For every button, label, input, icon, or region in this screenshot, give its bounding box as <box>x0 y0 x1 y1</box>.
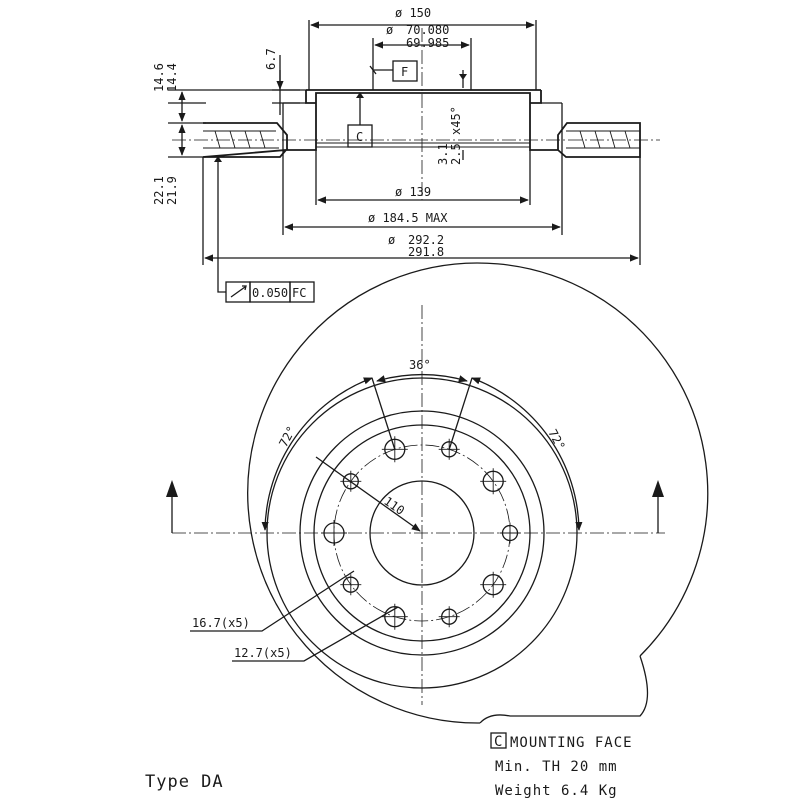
bolt-hole-crosshair <box>321 520 347 546</box>
datum-f-box <box>392 60 418 82</box>
dim-hole-large: 16.7(x5) <box>192 616 250 630</box>
dim-outer-hat-diameter: ø 150 <box>395 6 431 20</box>
dim-thickness-2: 21.9 <box>165 176 179 205</box>
vent-channels <box>203 130 640 149</box>
datum-c-box <box>347 124 373 148</box>
dim-pilot-max: 70.080 <box>406 23 449 37</box>
datum-c-label: C <box>356 130 363 144</box>
runout-tolerance: 0.050 <box>252 286 288 300</box>
min-thickness-note: Min. TH 20 mm <box>495 759 618 775</box>
notes-block: C MOUNTING FACE Min. TH 20 mm Weight 6.4… <box>490 732 633 799</box>
front-view: 36° 72° 72° 110 16.7(x5) 12.7(x5) <box>166 262 709 724</box>
dim-disc-min: 291.8 <box>408 245 444 259</box>
dim-hat-height-1: 14.6 <box>152 63 166 92</box>
type-label: Type DA <box>145 772 224 792</box>
datum-f-label: F <box>401 65 408 79</box>
dim-hole-small: 12.7(x5) <box>234 646 292 660</box>
dim-chamfer-2: 2.5 <box>449 143 463 165</box>
dim-pilot-diameter-symbol: ø <box>386 23 393 37</box>
dim-angle-72-right: 72° <box>545 427 568 453</box>
mounting-face-note: MOUNTING FACE <box>510 735 633 751</box>
dim-disc-diameter-symbol: ø <box>388 233 395 247</box>
dim-hat-depth: 6.7 <box>264 48 278 70</box>
dim-disc-max: 292.2 <box>408 233 444 247</box>
dim-thickness-1: 22.1 <box>152 176 166 205</box>
dim-chamfer-angle: x45° <box>449 106 463 135</box>
bolt-hole-crosshair <box>381 603 408 630</box>
dim-pcd: 110 <box>381 494 407 518</box>
dim-hat-height-2: 14.4 <box>165 63 179 92</box>
bolt-hole-crosshair <box>499 522 521 544</box>
dim-inner-diameter: ø 139 <box>395 185 431 199</box>
dim-angle-36: 36° <box>409 358 431 372</box>
datum-c-note-box <box>490 732 507 749</box>
dim-angle-72-left: 72° <box>276 424 299 450</box>
bolt-hole-crosshair <box>480 571 507 598</box>
dim-pilot-min: 69.985 <box>406 36 449 50</box>
bolt-hole-crosshair <box>480 468 507 495</box>
runout-datums: FC <box>292 286 306 300</box>
dim-chamfer-1: 3.1 <box>436 143 450 165</box>
datum-c-note: C <box>494 734 503 750</box>
disc-outer-circle <box>247 262 709 724</box>
bolt-hole-crosshair <box>438 606 460 628</box>
dim-max-diameter: ø 184.5 MAX <box>368 211 448 225</box>
bolt-hole-crosshair <box>340 574 362 596</box>
weight-note: Weight 6.4 Kg <box>495 783 618 799</box>
section-view: ø 150 ø 70.080 69.985 F C 6.7 14.6 14.4 … <box>152 6 660 303</box>
